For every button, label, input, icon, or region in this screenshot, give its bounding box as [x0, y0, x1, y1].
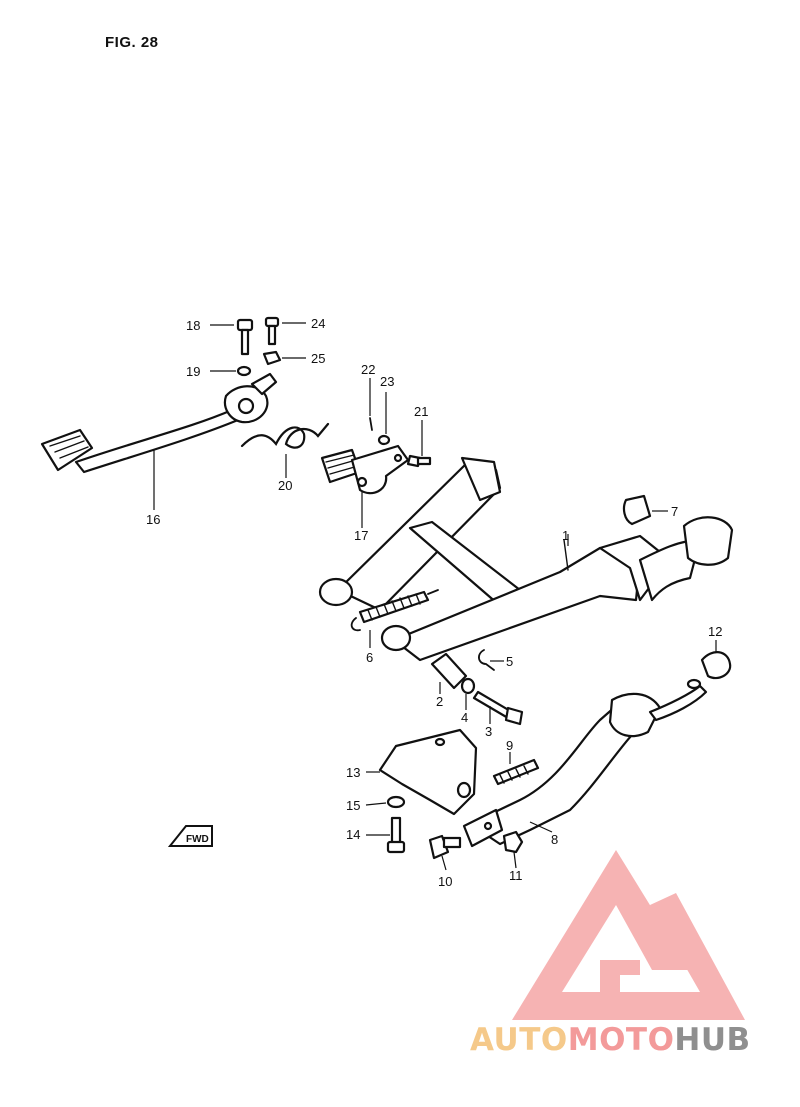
watermark-moto: MOTO: [567, 1022, 675, 1058]
callout-20: 20: [278, 478, 292, 493]
center-stand-1-part: [318, 456, 734, 662]
bolt-10-part: [428, 834, 462, 860]
brake-pedal-part: [40, 372, 278, 474]
callout-5: 5: [506, 654, 513, 669]
callout-6: 6: [366, 650, 373, 665]
fwd-arrow-icon: FWD: [167, 825, 213, 847]
washer-19-part: [236, 365, 252, 377]
pin-22-part: [369, 417, 373, 431]
callout-11: 11: [509, 868, 523, 883]
cotter-pin-5-part: [478, 649, 495, 671]
leader-lines: [153, 322, 717, 871]
collar-2-part: [430, 652, 468, 690]
fwd-badge-text: FWD: [186, 834, 209, 845]
bolt-24-part: [264, 316, 280, 346]
watermark-wordmark: AUTOMOTOHUB: [470, 1022, 800, 1072]
callout-13: 13: [346, 765, 360, 780]
callout-8: 8: [551, 832, 558, 847]
callout-10: 10: [438, 874, 452, 889]
callout-labels: 1 2 3 4 5 6 7 8 9 10 11 12 13 14 15 16 1…: [146, 316, 722, 889]
callout-4: 4: [461, 710, 468, 725]
callout-9: 9: [506, 738, 513, 753]
spring-20-part: [240, 422, 330, 449]
bolt-14-part: [386, 816, 406, 854]
callout-18: 18: [186, 318, 200, 333]
side-stand-8-part: [462, 678, 708, 848]
spring-9-part: [492, 758, 540, 786]
bolt-3-part: [472, 690, 524, 726]
watermark-hub: HUB: [674, 1022, 751, 1058]
callout-25: 25: [311, 351, 325, 366]
bolt-18-part: [236, 318, 254, 356]
callout-1: 1: [562, 528, 569, 543]
figure-title: FIG. 28: [105, 34, 159, 51]
washer-23-part: [377, 434, 391, 446]
callout-21: 21: [414, 404, 428, 419]
rubber-7-part: [622, 494, 652, 526]
callout-12: 12: [708, 624, 722, 639]
nut-25-part: [262, 350, 282, 366]
callout-19: 19: [186, 364, 200, 379]
callout-2: 2: [436, 694, 443, 709]
lever-17-part: [320, 444, 410, 495]
spring-6-part: [350, 589, 439, 632]
callout-23: 23: [380, 374, 394, 389]
bolt-21-part: [406, 454, 432, 468]
callout-24: 24: [311, 316, 325, 331]
callout-14: 14: [346, 827, 360, 842]
callout-15: 15: [346, 798, 360, 813]
callout-17: 17: [354, 528, 368, 543]
callout-22: 22: [361, 362, 375, 377]
washer-4-part: [460, 677, 476, 695]
nut-11-part: [502, 830, 524, 854]
washer-15-part: [386, 795, 406, 809]
watermark-auto: AUTO: [470, 1022, 568, 1058]
bracket-13-part: [378, 728, 478, 816]
callout-7: 7: [671, 504, 678, 519]
stopper-12-part: [700, 651, 732, 680]
callout-16: 16: [146, 512, 160, 527]
callout-3: 3: [485, 724, 492, 739]
